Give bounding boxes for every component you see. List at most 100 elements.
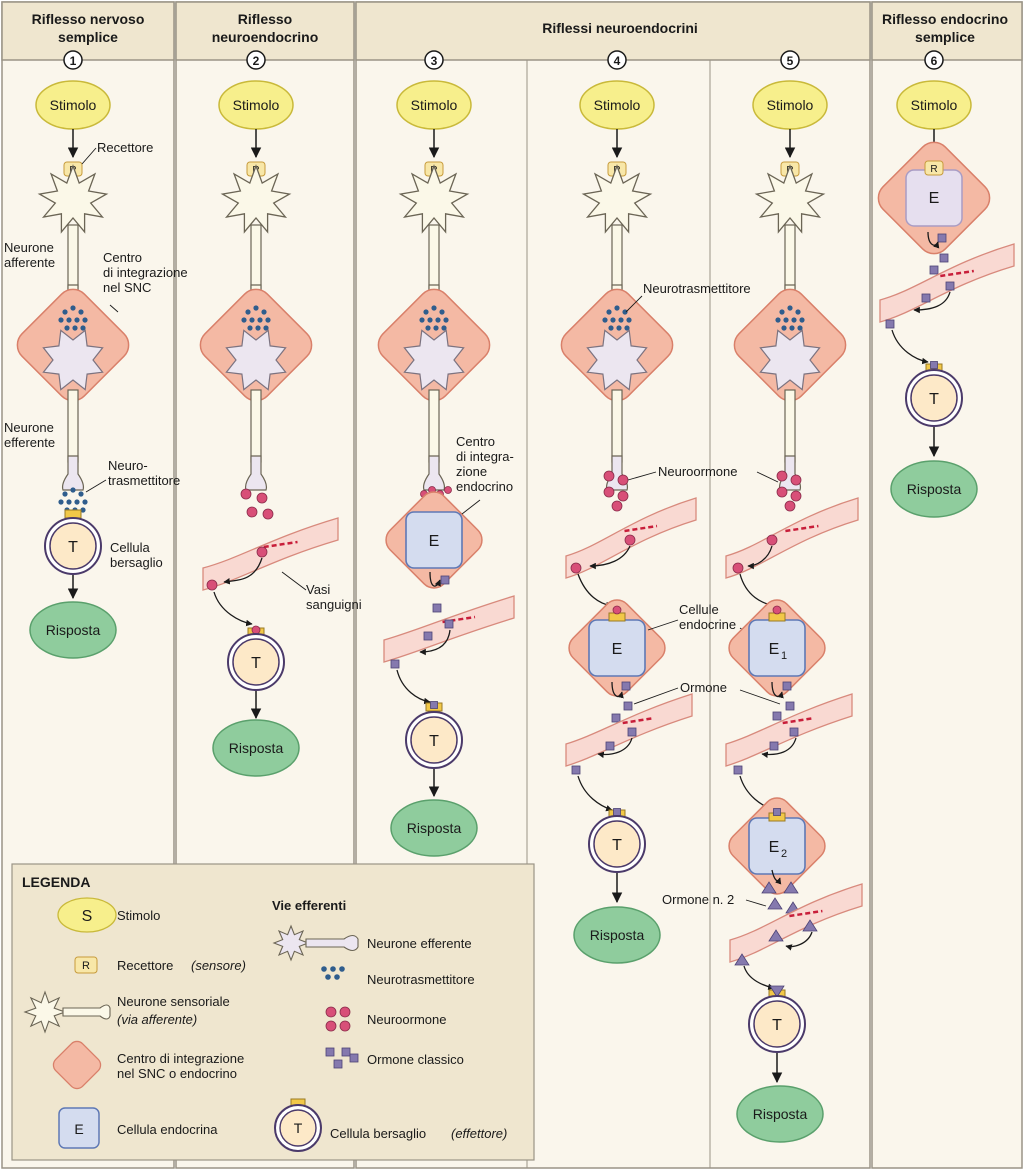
vessel-entry-arrow	[419, 629, 451, 656]
label-ormone-n2: Ormone n. 2	[662, 892, 734, 907]
header-col2-line1: Riflesso	[238, 11, 292, 27]
label-neurone-afferente-line1: Neurone	[4, 240, 54, 255]
endocrine-subscript-e2: 2	[781, 848, 787, 860]
efferent-axon	[67, 389, 79, 463]
column-2-neuroendocrine-reflex: 2StimoloRTRispostaVasisanguigni	[199, 50, 362, 777]
label-neurone-afferente-line2: afferente	[4, 255, 55, 270]
neurotransmitter-dot-6	[799, 317, 805, 323]
vessel-exit-arrow	[891, 329, 929, 365]
endocrine-output-arrow	[429, 571, 441, 587]
receptor-label: R	[930, 164, 937, 175]
efferent-axon	[250, 389, 262, 463]
column-number-circle	[246, 50, 266, 70]
endocrine-output-arrow	[771, 681, 784, 699]
afferent-neuron-body	[754, 164, 826, 234]
neurotransmitter-dot-4	[66, 499, 72, 505]
neurotransmitter-dot-5	[74, 317, 80, 323]
leader-line	[109, 304, 119, 313]
neurohormone-dot	[611, 500, 623, 512]
legend-neurotransmitter-dot	[334, 974, 340, 980]
target-cell-inner	[593, 820, 641, 868]
label-centro-endocrino-line1: Centro	[456, 434, 495, 449]
neurotransmitter-dot-7	[608, 325, 614, 331]
response-ellipse	[573, 906, 661, 964]
neurotransmitter-dot-1	[70, 305, 76, 311]
legend-endocrine-label: Cellula endocrina	[117, 1122, 218, 1137]
neurotransmitter-dot-8	[255, 325, 261, 331]
neurotransmitter-dot-3	[419, 317, 425, 323]
neurotransmitter-dot-7	[247, 325, 253, 331]
legend-efferent-neuron-label: Neurone efferente	[367, 936, 472, 951]
efferent-neuron-soma	[586, 329, 648, 391]
vessel-pore	[263, 540, 298, 549]
label-vasi-sanguigni-line1: Vasi	[306, 582, 330, 597]
legend-hormone-square	[325, 1047, 335, 1057]
efferent-axon	[428, 389, 440, 463]
neurotransmitter-dot-9	[797, 325, 803, 331]
header-col6-line2: semplice	[915, 29, 975, 45]
target-label: T	[251, 655, 261, 672]
hormone-square	[613, 808, 621, 816]
hormone-square	[769, 741, 779, 751]
column-number-circle	[780, 50, 800, 70]
afferent-neuron-body	[220, 164, 292, 234]
blood-vessel	[729, 883, 863, 963]
stimulus-label: Stimolo	[411, 97, 458, 113]
neurotransmitter-dot-7	[64, 325, 70, 331]
legend-receptor-italic: (sensore)	[191, 958, 246, 973]
receptor-box	[924, 160, 944, 176]
legend-integration-diamond	[52, 1040, 102, 1090]
neurotransmitter-dot-4	[610, 317, 616, 323]
endocrine-label-col3: E	[429, 533, 440, 550]
neurotransmitter-dot-9	[441, 325, 447, 331]
legend-receptor-symbol: R	[82, 960, 90, 972]
vessel-entry-arrow	[589, 545, 631, 570]
leader-line	[625, 295, 643, 313]
neurotransmitter-dot-2	[439, 309, 445, 315]
neurotransmitter-dot-9	[80, 507, 86, 513]
neurotransmitter-dot-2	[622, 309, 628, 315]
legend-hormone-square	[349, 1053, 359, 1063]
hormone-square	[772, 711, 782, 721]
afferent-axon	[611, 224, 623, 293]
neurotransmitter-dot-0	[62, 491, 68, 497]
blood-vessel	[725, 497, 859, 579]
response-ellipse	[29, 601, 117, 659]
hormone2-triangle	[802, 919, 818, 932]
response-ellipse	[736, 1085, 824, 1143]
label-vasi-sanguigni-line2: sanguigni	[306, 597, 362, 612]
endocrine-label-e2: E	[769, 839, 780, 856]
label-neurotrasmettitore: Neurotrasmettitore	[643, 281, 751, 296]
afferent-neuron-body	[398, 164, 470, 234]
column-1-simple-neural-reflex: 1StimoloRTRispostaRecettoreNeuroneaffere…	[4, 50, 188, 659]
axon-terminal	[61, 455, 85, 491]
vessel-entry-arrow	[761, 737, 797, 758]
column-number-5: 5	[787, 54, 794, 68]
blood-vessel	[725, 693, 853, 767]
neurohormone-dot	[256, 546, 268, 558]
neurotransmitter-dot-2	[261, 309, 267, 315]
hormone-square	[390, 659, 400, 669]
blood-vessel	[202, 517, 339, 591]
neurotransmitter-dot-6	[265, 317, 271, 323]
neurohormone-dot	[256, 492, 268, 504]
response-label: Risposta	[753, 1106, 808, 1122]
neurohormone-dot	[617, 490, 629, 502]
leader-line	[647, 619, 679, 631]
target-cell-inner	[753, 1000, 801, 1048]
legend-neurohormone-label: Neuroormone	[367, 1012, 447, 1027]
vessel-pore	[782, 716, 815, 725]
vessel-pore	[442, 615, 476, 624]
neurohormone-dot	[766, 534, 778, 546]
neurohormone-dot	[246, 506, 258, 518]
column-number-6: 6	[931, 54, 938, 68]
neurotransmitter-dot-8	[789, 325, 795, 331]
header-col6-line1: Riflesso endocrino	[882, 11, 1008, 27]
neurotransmitter-dot-1	[787, 305, 793, 311]
